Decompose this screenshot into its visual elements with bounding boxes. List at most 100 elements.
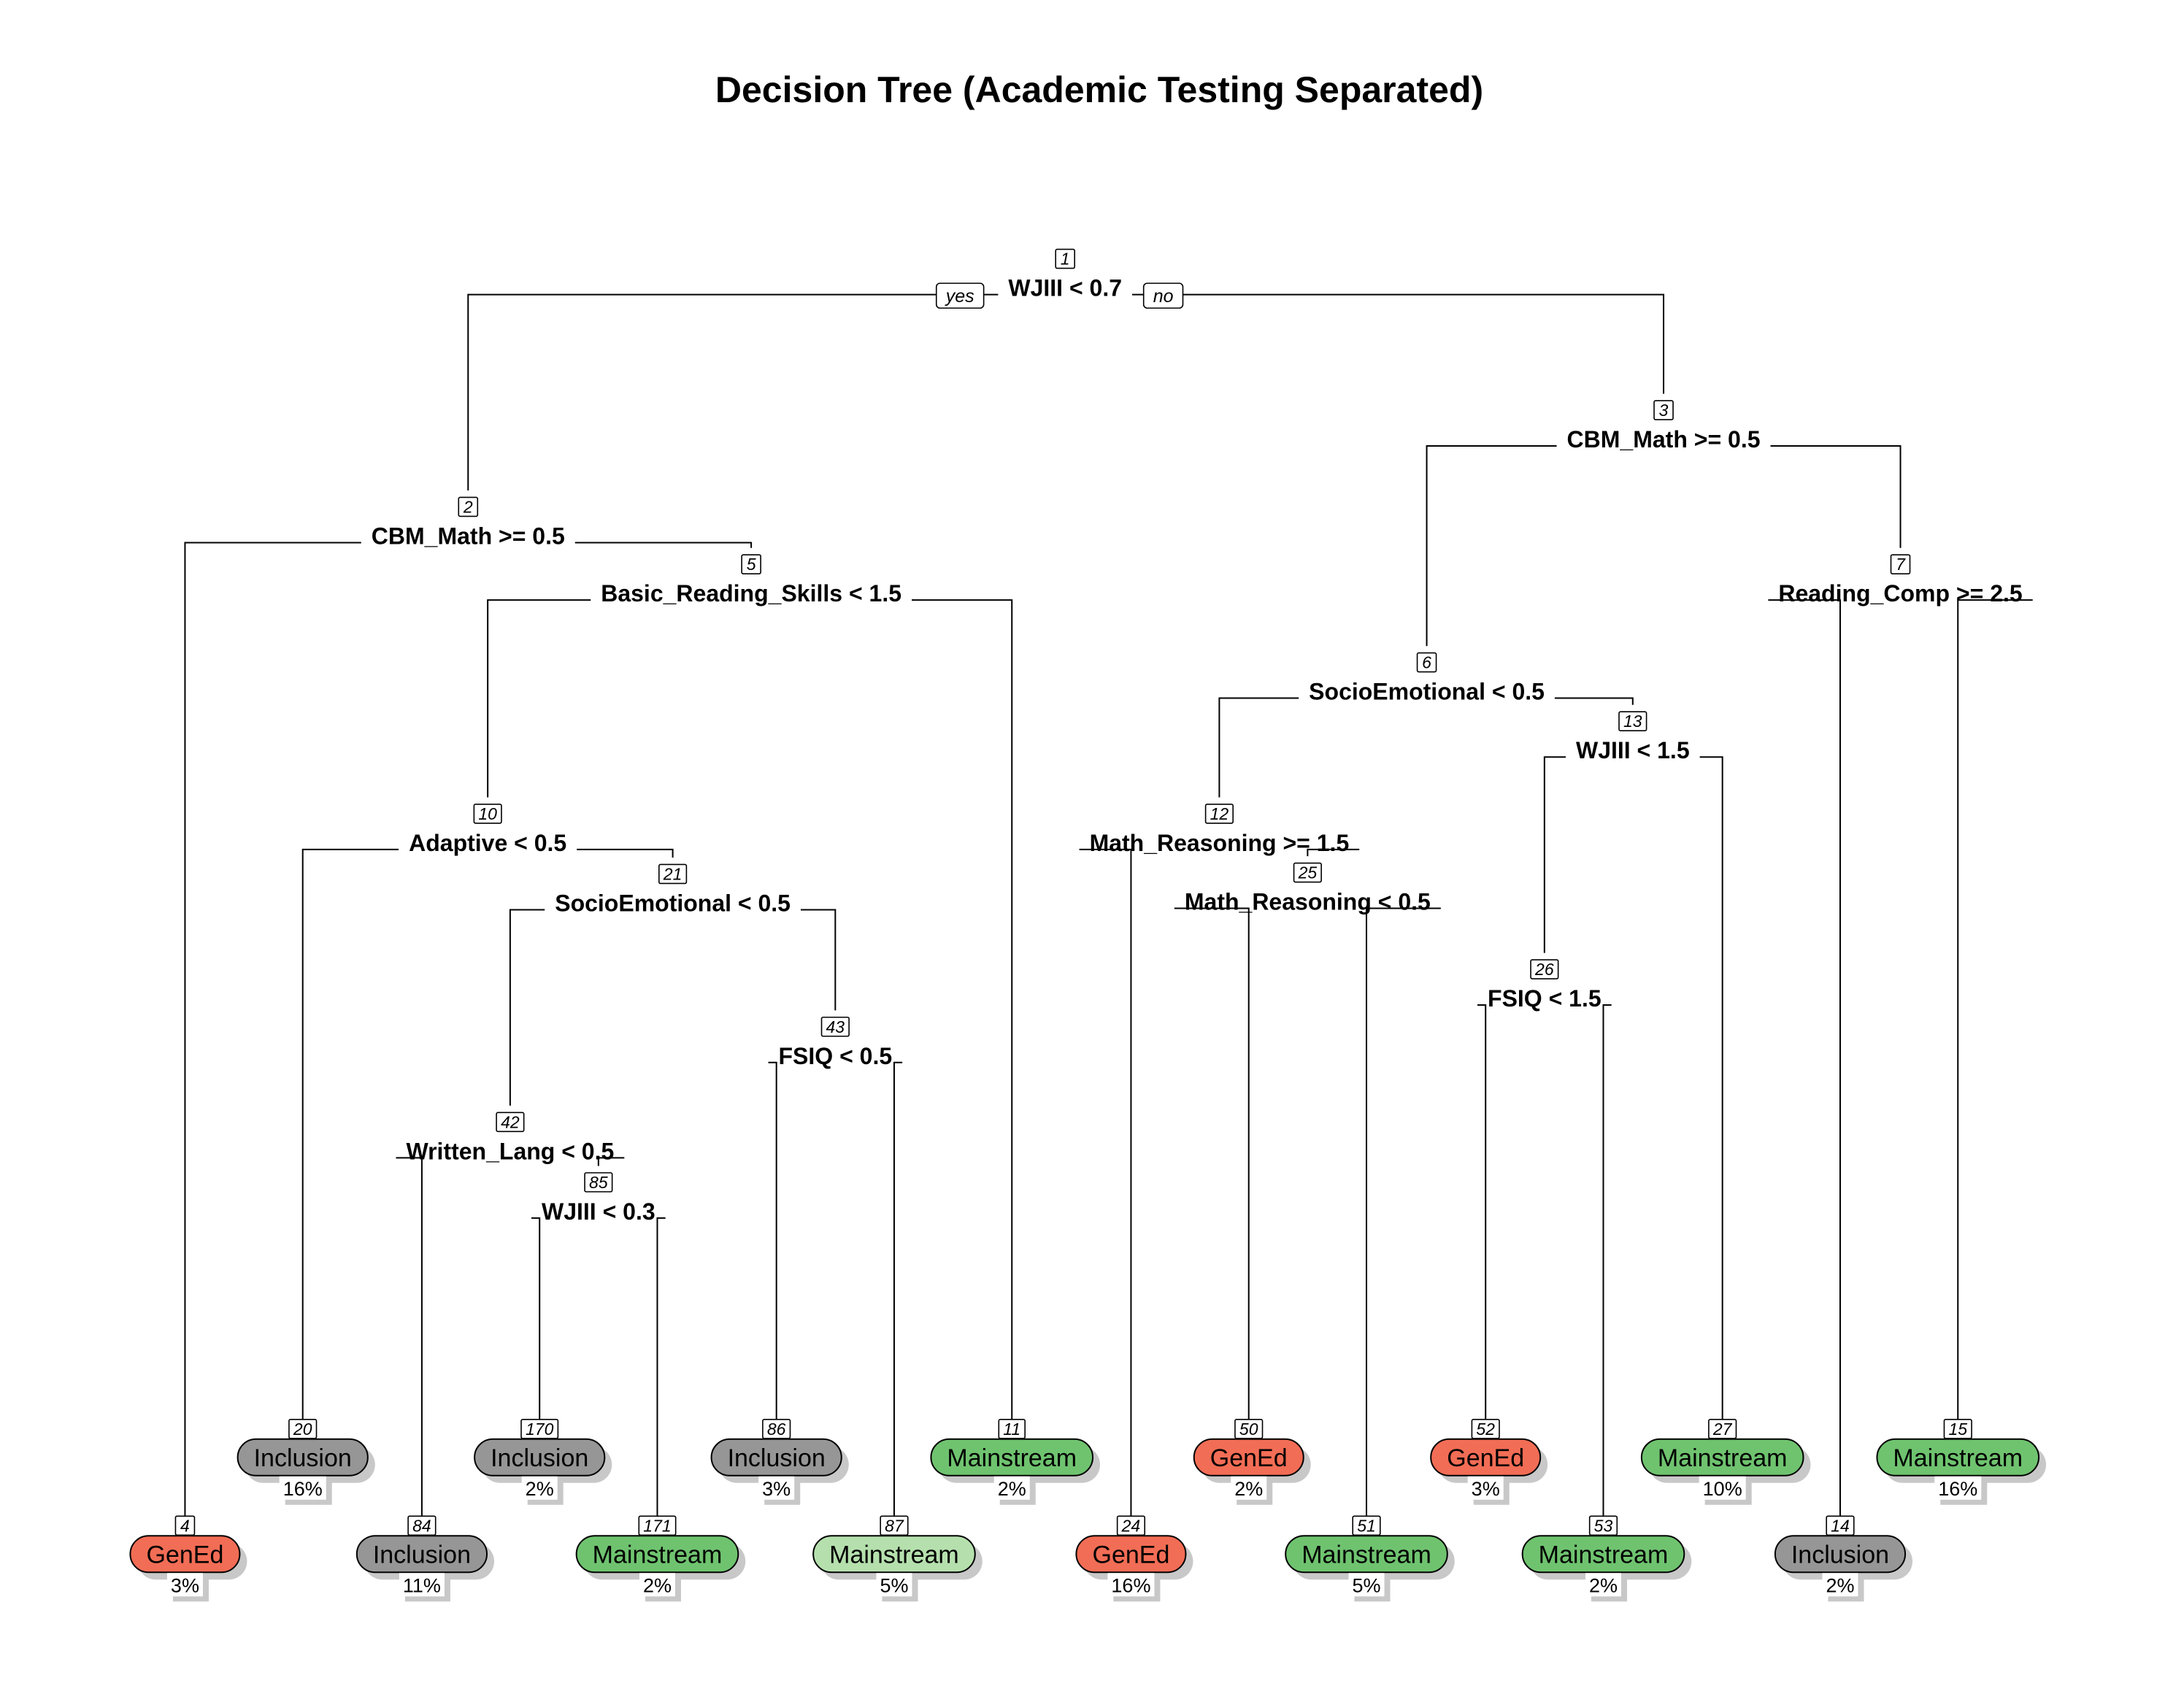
no-branch-label: no bbox=[1142, 282, 1184, 309]
leaf-percent: 5% bbox=[1352, 1574, 1380, 1596]
node-id: 86 bbox=[767, 1420, 786, 1439]
pct-bg bbox=[1231, 1476, 1267, 1500]
split-label: Written_Lang < 0.5 bbox=[406, 1138, 614, 1164]
edge-42-84 bbox=[396, 1157, 423, 1529]
edge-13-27 bbox=[1699, 756, 1723, 1433]
node-id: 52 bbox=[1476, 1420, 1495, 1439]
split-label: FSIQ < 0.5 bbox=[779, 1043, 893, 1069]
split-label: Adaptive < 0.5 bbox=[409, 830, 566, 856]
node-id-box bbox=[1116, 1515, 1146, 1536]
leaf-class: GenEd bbox=[1447, 1444, 1524, 1472]
node-id: 87 bbox=[885, 1516, 904, 1535]
pct-bg bbox=[993, 1476, 1030, 1500]
node-id-box bbox=[520, 1419, 559, 1439]
node-id-box bbox=[1204, 804, 1234, 824]
node-id-box bbox=[1234, 1419, 1264, 1439]
edge-2-4 bbox=[184, 542, 361, 1529]
node-id: 42 bbox=[501, 1112, 520, 1131]
leaf-box bbox=[710, 1438, 842, 1477]
yes-label-box bbox=[935, 282, 985, 309]
node-id-box bbox=[1530, 959, 1559, 979]
split-label: WJIII < 1.5 bbox=[1576, 737, 1690, 763]
leaf-class: Mainstream bbox=[1301, 1541, 1431, 1568]
node-id-box bbox=[288, 1419, 318, 1439]
pct-bg bbox=[399, 1573, 445, 1597]
node-id-box bbox=[1943, 1419, 1972, 1439]
edge-3-6 bbox=[1426, 444, 1557, 647]
node-id: 25 bbox=[1298, 863, 1318, 882]
node-id: 171 bbox=[643, 1516, 671, 1535]
pct-bg bbox=[1348, 1573, 1385, 1597]
leaf-class: GenEd bbox=[147, 1541, 224, 1568]
leaf-box bbox=[129, 1535, 241, 1574]
edge-43-87 bbox=[893, 1061, 903, 1529]
leaf-class: Inclusion bbox=[1791, 1541, 1889, 1568]
edge-5-11 bbox=[912, 599, 1013, 1433]
node-id: 51 bbox=[1357, 1516, 1376, 1535]
split-label: CBM_Math >= 0.5 bbox=[372, 523, 565, 549]
leaf-class: Mainstream bbox=[1658, 1444, 1788, 1472]
node-id: 50 bbox=[1239, 1420, 1258, 1439]
leaf-class: Inclusion bbox=[373, 1541, 471, 1568]
no-label-text: no bbox=[1153, 286, 1174, 307]
leaf-box bbox=[355, 1535, 488, 1574]
leaf-class: GenEd bbox=[1093, 1541, 1170, 1568]
leaf-box bbox=[812, 1535, 976, 1574]
edge-7-15 bbox=[1957, 599, 2033, 1433]
node-id-box bbox=[741, 554, 761, 574]
edges-layer bbox=[184, 293, 2033, 1529]
node-id-box bbox=[762, 1419, 791, 1439]
edge-25-50 bbox=[1174, 907, 1250, 1433]
leaf-percent: 5% bbox=[880, 1574, 908, 1596]
node-id-box bbox=[998, 1419, 1026, 1439]
node-id: 13 bbox=[1623, 712, 1642, 731]
leaf-percent: 2% bbox=[1826, 1574, 1854, 1596]
leaf-class: Mainstream bbox=[947, 1444, 1077, 1472]
pct-bg bbox=[1699, 1476, 1746, 1500]
leaf-percent: 2% bbox=[643, 1574, 672, 1596]
leaf-box bbox=[575, 1535, 739, 1574]
edge-3-7 bbox=[1770, 444, 1902, 548]
node-id-box bbox=[820, 1016, 850, 1037]
leaf-percent: 2% bbox=[526, 1478, 554, 1500]
edge-10-20 bbox=[301, 848, 399, 1433]
node-id: 4 bbox=[180, 1516, 190, 1535]
pct-bg bbox=[1934, 1476, 1982, 1500]
tree-title: Decision Tree (Academic Testing Separate… bbox=[715, 69, 1483, 110]
split-label: SocioEmotional < 0.5 bbox=[1309, 679, 1545, 705]
node-id: 170 bbox=[526, 1420, 554, 1439]
edge-25-51 bbox=[1366, 907, 1441, 1529]
split-label: SocioEmotional < 0.5 bbox=[555, 890, 791, 916]
node-id: 43 bbox=[826, 1017, 845, 1036]
pct-bg bbox=[758, 1476, 795, 1500]
edge-21-42 bbox=[509, 909, 545, 1106]
node-id: 5 bbox=[747, 555, 756, 574]
split-label: WJIII < 0.3 bbox=[542, 1198, 655, 1225]
edge-12-25 bbox=[1307, 848, 1360, 857]
leaf-percent: 16% bbox=[1111, 1574, 1150, 1596]
node-id-box bbox=[1416, 652, 1437, 673]
node-id: 15 bbox=[1948, 1420, 1967, 1439]
node-id-box bbox=[584, 1172, 613, 1193]
node-id-box bbox=[638, 1515, 677, 1536]
leaf-box bbox=[474, 1438, 606, 1477]
leaf-percent: 16% bbox=[1938, 1478, 1977, 1500]
